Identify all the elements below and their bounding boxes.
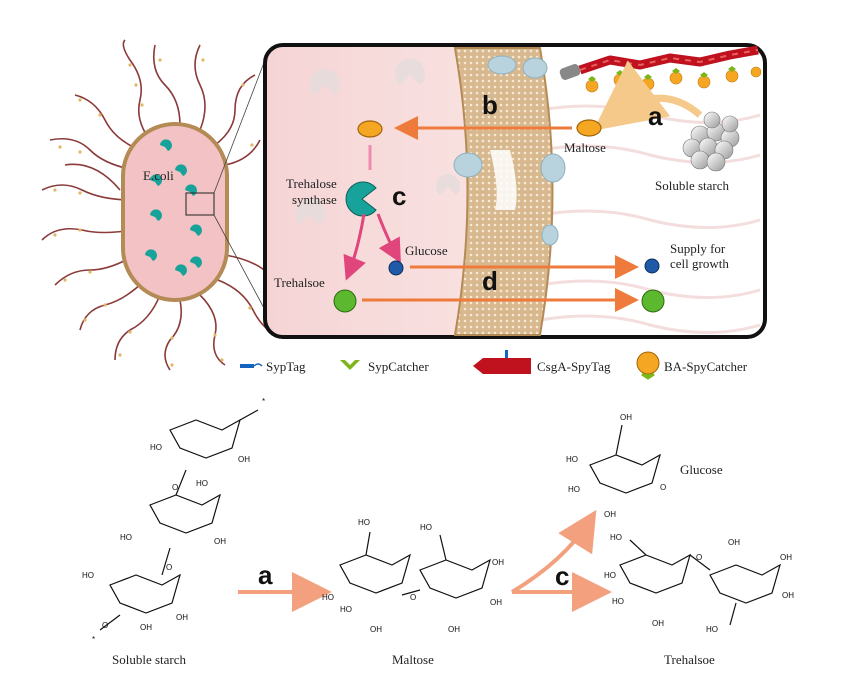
- zoom-line-bottom: [213, 214, 266, 311]
- svg-text:HO: HO: [604, 571, 616, 580]
- starch-structure: * * HO OH HO HO OH HO OH OH O O O: [82, 397, 265, 644]
- legend: SypTag SypCatcher CsgA-SpyTag BA-SpyCatc…: [240, 350, 748, 380]
- trehalose-structure: HO HO HO OH OH OH OH HO O: [604, 533, 794, 634]
- maltose-icon: [576, 119, 602, 137]
- ecoli-cell-body: [121, 122, 229, 302]
- trehalose-synthase-label-1: Trehalose: [286, 176, 337, 191]
- svg-text:HO: HO: [420, 523, 432, 532]
- trehalose-synthase-label-2: synthase: [292, 192, 337, 207]
- svg-text:OH: OH: [176, 613, 188, 622]
- svg-text:O: O: [102, 621, 108, 630]
- supply-label-2: cell growth: [670, 256, 729, 271]
- letter-d: d: [482, 266, 498, 296]
- legend-item-ba-spycatcher: BA-SpyCatcher: [636, 351, 748, 380]
- svg-text:OH: OH: [652, 619, 664, 628]
- svg-text:OH: OH: [492, 558, 504, 567]
- svg-text:HO: HO: [82, 571, 94, 580]
- svg-text:O: O: [166, 563, 172, 572]
- zoom-box: [185, 192, 215, 216]
- svg-text:HO: HO: [196, 479, 208, 488]
- glucose-structure-label: Glucose: [680, 462, 723, 477]
- svg-text:OH: OH: [620, 413, 632, 422]
- svg-text:OH: OH: [448, 625, 460, 634]
- soluble-starch-label: Soluble starch: [655, 178, 730, 193]
- svg-text:O: O: [172, 483, 178, 492]
- glucose-inside-icon: [388, 260, 404, 276]
- arrow-to-glucose: [376, 213, 401, 264]
- svg-text:OH: OH: [490, 598, 502, 607]
- svg-text:OH: OH: [214, 537, 226, 546]
- svg-text:OH: OH: [238, 455, 250, 464]
- svg-text:HO: HO: [150, 443, 162, 452]
- letter-c: c: [392, 181, 406, 211]
- svg-text:HO: HO: [706, 625, 718, 634]
- svg-text:OH: OH: [782, 591, 794, 600]
- svg-text:OH: OH: [140, 623, 152, 632]
- maltose-structure-label: Maltose: [392, 652, 434, 667]
- svg-text:HO: HO: [358, 518, 370, 527]
- trehalose-label: Trehalsoe: [274, 275, 325, 290]
- arrow-c-glucose: [510, 509, 597, 594]
- maltose-label: Maltose: [564, 140, 606, 155]
- svg-text:HO: HO: [610, 533, 622, 542]
- legend-item-csga-spytag: CsgA-SpyTag: [473, 350, 611, 374]
- svg-text:OH: OH: [370, 625, 382, 634]
- glucose-structure: OH HO HO OH O: [566, 413, 666, 519]
- trehalose-outside-icon: [641, 289, 665, 313]
- svg-text:HO: HO: [566, 455, 578, 464]
- svg-text:SypTag: SypTag: [266, 359, 306, 374]
- svg-text:O: O: [660, 483, 666, 492]
- starch-structure-label: Soluble starch: [112, 652, 187, 667]
- svg-text:*: *: [262, 397, 265, 406]
- trehalose-synthase-icon: [345, 181, 377, 217]
- arrow-a: [593, 60, 703, 131]
- svg-text:HO: HO: [612, 597, 624, 606]
- ecoli-enzymes: [145, 139, 202, 276]
- letter-c-bottom: c: [555, 561, 569, 591]
- trehalose-inside-icon: [333, 289, 357, 313]
- maltose-inside-icon: [357, 120, 383, 138]
- supply-label-1: Supply for: [670, 241, 726, 256]
- fimbriae-beads: [53, 58, 272, 367]
- zoom-line-top: [213, 59, 266, 194]
- ecoli-fimbriae: [41, 39, 279, 371]
- svg-text:O: O: [696, 553, 702, 562]
- legend-item-sypcatcher: SypCatcher: [340, 359, 429, 374]
- svg-text:O: O: [410, 593, 416, 602]
- svg-text:*: *: [92, 635, 95, 644]
- svg-text:HO: HO: [120, 533, 132, 542]
- csga-fiber: [559, 45, 759, 80]
- letter-a-bottom: a: [258, 560, 273, 590]
- svg-text:BA-SpyCatcher: BA-SpyCatcher: [664, 359, 748, 374]
- svg-text:OH: OH: [780, 553, 792, 562]
- letter-b: b: [482, 90, 498, 120]
- letter-a: a: [648, 101, 663, 131]
- svg-text:SypCatcher: SypCatcher: [368, 359, 429, 374]
- maltose-structure: HO HO HO HO OH OH OH OH O: [322, 518, 504, 634]
- glucose-label: Glucose: [405, 243, 448, 258]
- legend-item-syptag: SypTag: [240, 359, 306, 374]
- starch-granule-icon: [682, 111, 740, 172]
- svg-text:HO: HO: [322, 593, 334, 602]
- glucose-outside-icon: [644, 258, 660, 274]
- svg-text:HO: HO: [340, 605, 352, 614]
- svg-text:OH: OH: [604, 510, 616, 519]
- ecoli-label: E.coli: [143, 168, 174, 183]
- svg-text:OH: OH: [728, 538, 740, 547]
- svg-text:HO: HO: [568, 485, 580, 494]
- svg-text:CsgA-SpyTag: CsgA-SpyTag: [537, 359, 611, 374]
- arrow-to-trehalose: [343, 213, 366, 281]
- trehalose-structure-label: Trehalsoe: [664, 652, 715, 667]
